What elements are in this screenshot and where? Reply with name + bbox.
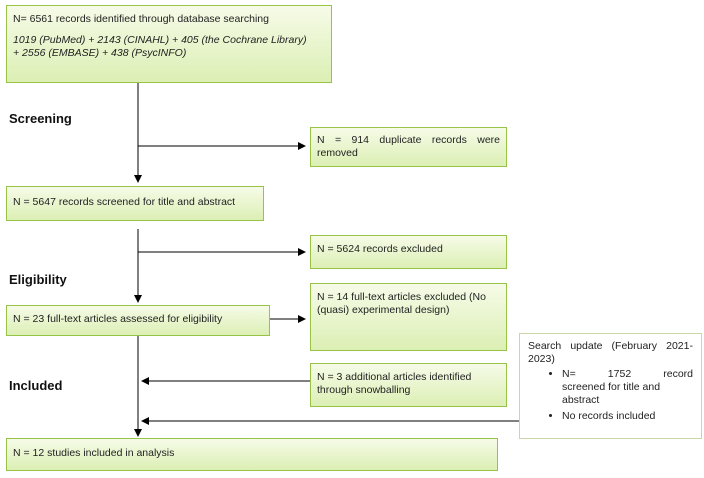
search-update-bullet1-line1: N= 1752 record	[562, 368, 693, 380]
screened-records-box: N = 5647 records screened for title and …	[6, 186, 264, 221]
snowballing-line1: N = 3 additional articles identified	[317, 371, 472, 383]
studies-included-box: N = 12 studies included in analysis	[6, 438, 498, 471]
duplicates-line1: N = 914 duplicate records were	[317, 134, 500, 146]
search-update-item-none: No records included	[562, 410, 693, 423]
search-update-bullet1-line2: screened for title and	[562, 381, 661, 393]
fulltext-excluded-line1: N = 14 full-text articles excluded (No	[317, 291, 486, 303]
identified-sources-line2: + 2556 (EMBASE) + 438 (PsycINFO)	[13, 47, 187, 59]
search-update-item-screened: N= 1752 record screened for title and ab…	[562, 368, 693, 407]
excluded-text: N = 5624 records excluded	[317, 243, 443, 255]
identified-sources-line1: 1019 (PubMed) + 2143 (CINAHL) + 405 (the…	[13, 34, 307, 46]
duplicates-removed-box: N = 914 duplicate records were removed	[310, 127, 507, 167]
search-update-title-line2: 2023)	[528, 353, 555, 365]
fulltext-excluded-box: N = 14 full-text articles excluded (No (…	[310, 283, 507, 351]
search-update-list: N= 1752 record screened for title and ab…	[528, 368, 693, 423]
identified-total: N= 6561 records identified through datab…	[13, 13, 269, 25]
stage-label-screening: Screening	[9, 111, 72, 126]
fulltext-excluded-line2: (quasi) experimental design)	[317, 304, 450, 316]
screened-text: N = 5647 records screened for title and …	[13, 196, 236, 208]
identified-records-box: N= 6561 records identified through datab…	[6, 5, 332, 83]
search-update-bullet2: No records included	[562, 410, 656, 422]
stage-label-eligibility: Eligibility	[9, 272, 67, 287]
search-update-title-line1: Search update (February 2021-	[528, 340, 693, 352]
fulltext-assessed-box: N = 23 full-text articles assessed for e…	[6, 305, 270, 336]
search-update-box: Search update (February 2021- 2023) N= 1…	[519, 333, 702, 439]
snowballing-box: N = 3 additional articles identified thr…	[310, 363, 507, 407]
search-update-bullet1-line3: abstract	[562, 394, 600, 406]
fulltext-assessed-text: N = 23 full-text articles assessed for e…	[13, 313, 223, 325]
snowballing-line2: through snowballing	[317, 384, 411, 396]
included-text: N = 12 studies included in analysis	[13, 447, 175, 459]
excluded-records-box: N = 5624 records excluded	[310, 235, 507, 269]
stage-label-included: Included	[9, 378, 63, 393]
duplicates-line2: removed	[317, 147, 358, 159]
